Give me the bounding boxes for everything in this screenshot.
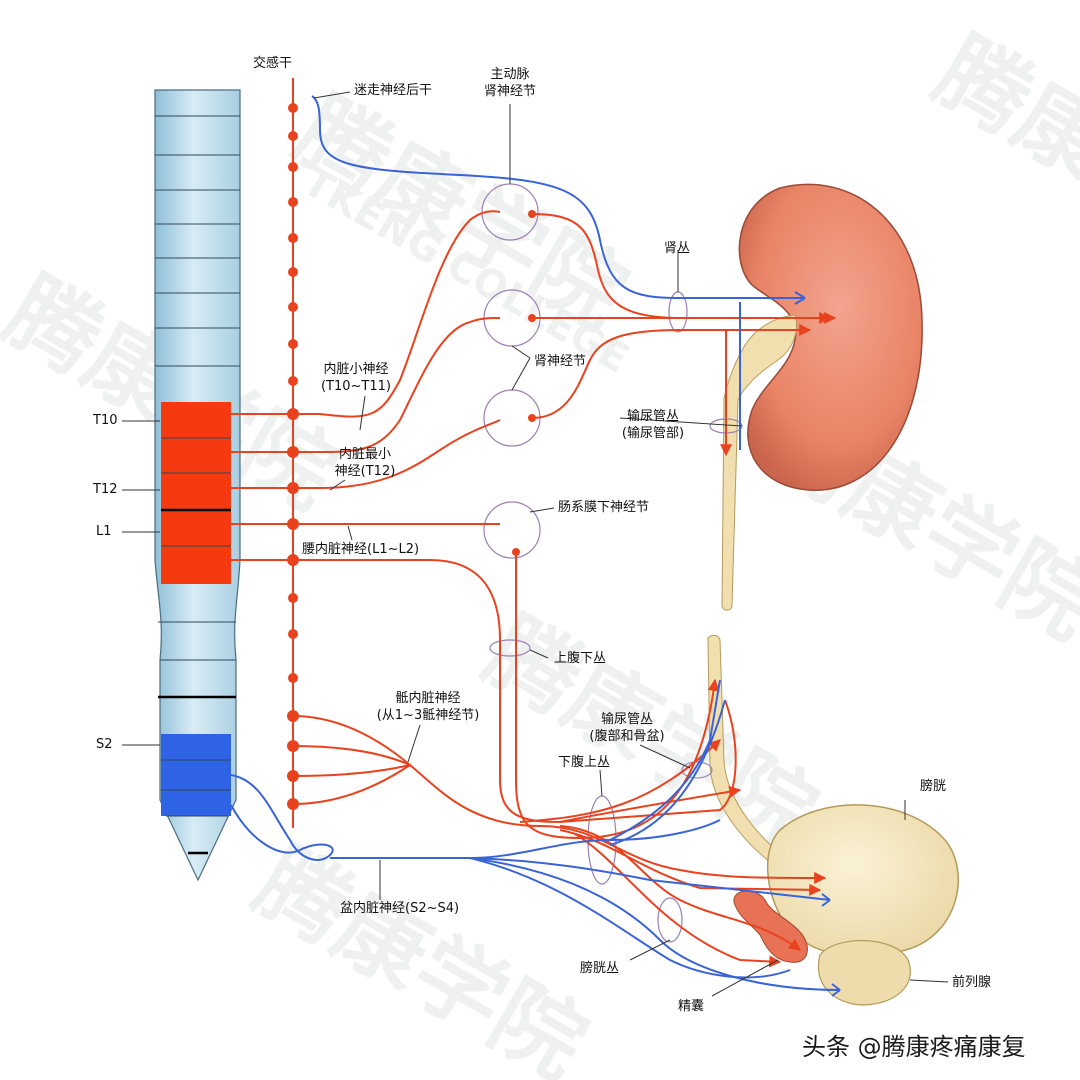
spinal-cord bbox=[154, 89, 241, 882]
kidney bbox=[738, 183, 923, 491]
label-l1: L1 bbox=[96, 524, 112, 539]
label-pelvic-splanchnic: 盆内脏神经(S2~S4) bbox=[340, 901, 460, 916]
svg-text:腾康学院: 腾康学院 bbox=[239, 828, 603, 1080]
label-renal-plexus: 肾丛 bbox=[664, 241, 691, 256]
label-bladder: 膀胱 bbox=[920, 779, 947, 794]
label-superior-hypogastric: 上腹下丛 bbox=[554, 651, 607, 666]
label-s2: S2 bbox=[96, 737, 113, 752]
bladder-shape bbox=[767, 804, 959, 958]
sacral-segments-highlight bbox=[161, 734, 231, 816]
label-least-splanchnic: 内脏最小 神经(T12) bbox=[334, 447, 396, 479]
label-t12: T12 bbox=[93, 482, 118, 497]
label-sympathetic-trunk: 交感干 bbox=[253, 56, 293, 71]
segment-leaders bbox=[122, 420, 160, 746]
label-ureteric-plexus-pelvic: 输尿管丛 (腹部和骨盆) bbox=[589, 712, 665, 744]
credit-text: 头条 @腾康疼痛康复 bbox=[802, 1033, 1026, 1061]
label-lesser-splanchnic: 内脏小神经 (T10~T11) bbox=[320, 362, 391, 394]
label-vesical-plexus: 膀胱丛 bbox=[580, 961, 620, 976]
ganglion-cell-bodies bbox=[512, 210, 536, 556]
organs bbox=[707, 183, 959, 1006]
label-leaders bbox=[313, 91, 949, 997]
label-sacral-splanchnic: 骶内脏神经 (从1~3骶神经节) bbox=[376, 691, 480, 723]
prostate-shape bbox=[817, 939, 911, 1006]
label-aorticorenal-ganglion: 主动脉 肾神经节 bbox=[483, 67, 536, 99]
label-vagus-posterior-trunk: 迷走神经后干 bbox=[354, 83, 433, 98]
label-ureteric-plexus-ureteral: 输尿管丛 (输尿管部) bbox=[621, 409, 685, 441]
label-inferior-mesenteric-ganglion: 肠系膜下神经节 bbox=[558, 500, 650, 515]
label-prostate: 前列腺 bbox=[952, 975, 992, 990]
parasympathetic-fibers bbox=[230, 95, 841, 997]
label-lumbar-splanchnic: 腰内脏神经(L1~L2) bbox=[302, 542, 420, 557]
thoracolumbar-segments-highlight bbox=[161, 402, 231, 584]
label-seminal-vesicle: 精囊 bbox=[678, 999, 705, 1014]
svg-text:腾康学院: 腾康学院 bbox=[919, 18, 1080, 289]
label-inferior-hypogastric: 下腹上丛 bbox=[558, 755, 611, 770]
ureter-lower bbox=[707, 634, 791, 873]
label-t10: T10 bbox=[93, 413, 118, 428]
label-renal-ganglia: 肾神经节 bbox=[534, 354, 587, 369]
